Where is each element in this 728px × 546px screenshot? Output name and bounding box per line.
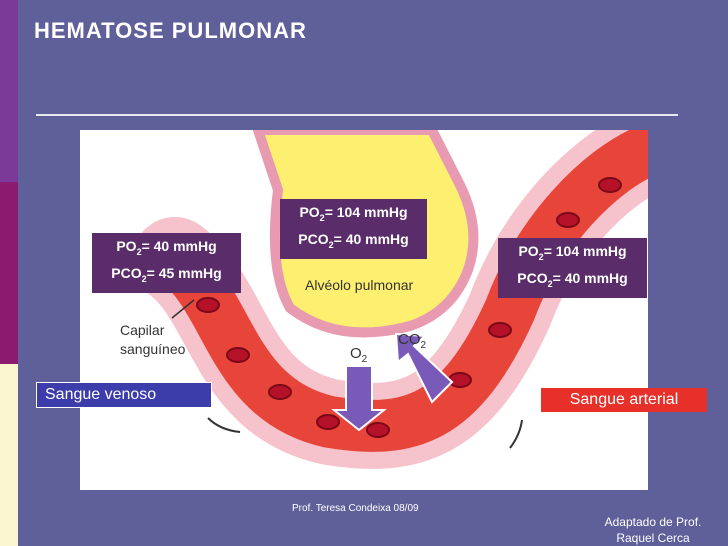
red-cell — [598, 177, 622, 193]
flow-out-arrow — [509, 419, 523, 449]
page-title: HEMATOSE PULMONAR — [34, 18, 307, 43]
venous-po2: PO2= 40 mmHg — [116, 238, 217, 257]
red-cell — [366, 422, 390, 438]
o2-arrow — [331, 365, 387, 432]
capillary-label-line1: Capilar — [120, 322, 165, 338]
red-cell — [316, 414, 340, 430]
adapted-line-1: Adaptado de Prof. — [604, 515, 702, 529]
title-divider — [36, 114, 678, 116]
alveolus-label: Alvéolo pulmonar — [305, 277, 414, 293]
sangue-arterial-label: Sangue arterial — [541, 388, 707, 412]
arterial-po2: PO2= 104 mmHg — [518, 243, 627, 262]
co2-arrow — [394, 332, 454, 404]
alveolus-pco2: PCO2= 40 mmHg — [298, 230, 409, 250]
adapted-line-2: Raquel Cerca — [616, 531, 690, 545]
co2-label: CO2 — [398, 331, 427, 351]
red-cell — [226, 347, 250, 363]
arterial-pco2: PCO2= 40 mmHg — [517, 269, 628, 289]
accent-strip-cream — [0, 364, 18, 546]
flow-in-arrow — [207, 417, 241, 433]
accent-strip-purple — [0, 0, 18, 182]
hematosis-diagram: Alvéolo pulmonar Capilar sanguíneo O2 CO… — [80, 130, 648, 490]
capillary-pointer — [171, 299, 195, 319]
credit-text: Prof. Teresa Condeixa 08/09 — [292, 503, 419, 514]
arterial-gas-values: PO2= 104 mmHg PCO2= 40 mmHg — [498, 238, 647, 298]
red-cell — [488, 322, 512, 338]
venous-pco2: PCO2= 45 mmHg — [111, 264, 222, 284]
red-cell — [556, 212, 580, 228]
red-cell — [268, 384, 292, 400]
accent-strip-magenta — [0, 182, 18, 364]
red-cell — [448, 372, 472, 388]
alveolus-gas-values: PO2= 104 mmHg PCO2= 40 mmHg — [280, 199, 427, 259]
alveolus-po2: PO2= 104 mmHg — [299, 204, 408, 223]
o2-label: O2 — [350, 345, 368, 365]
capillary-label-line2: sanguíneo — [120, 341, 186, 357]
venous-gas-values: PO2= 40 mmHg PCO2= 45 mmHg — [92, 233, 241, 293]
adapted-credit: Adaptado de Prof. Raquel Cerca — [588, 514, 718, 546]
sangue-venoso-label: Sangue venoso — [36, 382, 212, 408]
red-cell — [196, 297, 220, 313]
